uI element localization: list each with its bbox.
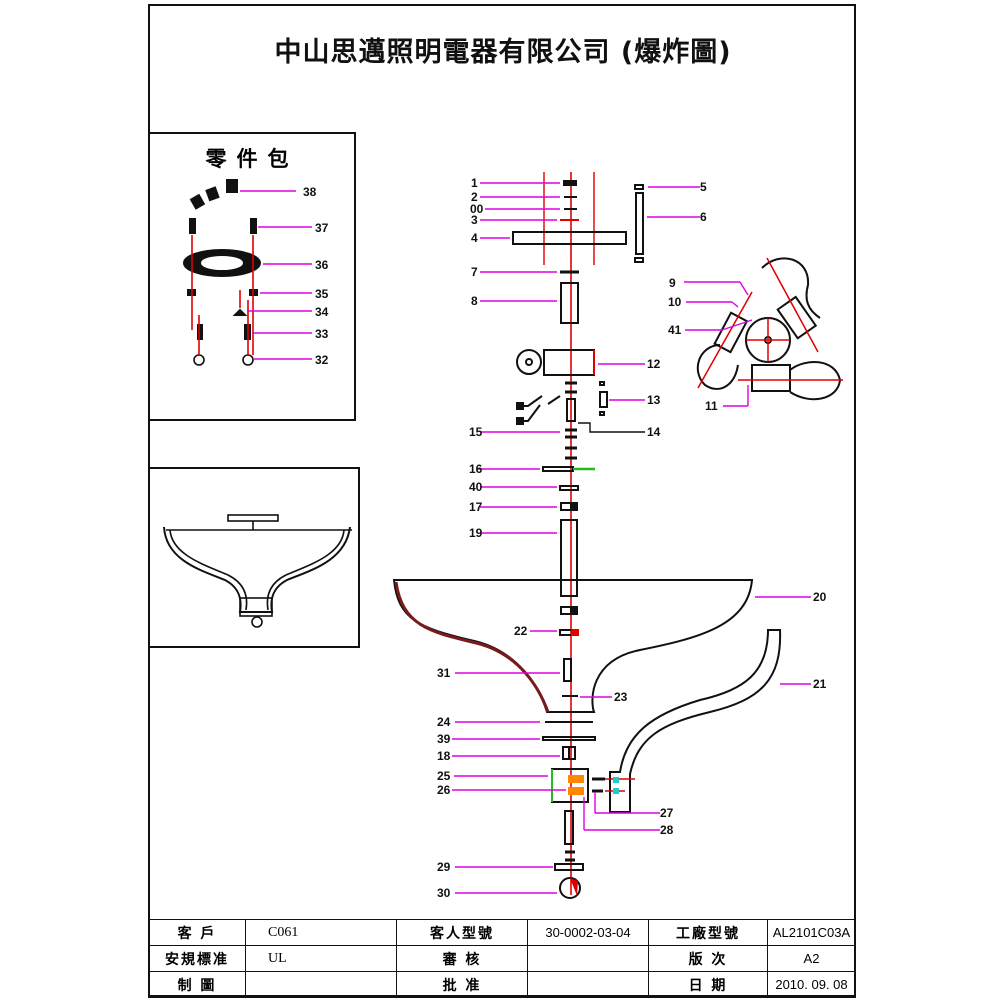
parts-pack-labels: 38 37 36 35 34 33 32 <box>303 185 329 367</box>
socket-housing-12 <box>543 349 595 376</box>
callout-3: 3 <box>471 213 478 227</box>
callout-10: 10 <box>668 295 682 309</box>
value-customer-model: 30-0002-03-04 <box>527 919 649 946</box>
value-drawn-by <box>245 971 397 998</box>
main-parts <box>392 180 782 899</box>
callout-36: 36 <box>315 258 329 272</box>
callout-27: 27 <box>660 806 674 820</box>
bowl-20 <box>392 579 754 713</box>
rod-6 <box>635 192 644 255</box>
callout-17: 17 <box>469 500 483 514</box>
label-factory-model: 工廠型號 <box>648 919 768 946</box>
callout-4: 4 <box>471 231 478 245</box>
callout-34: 34 <box>315 305 329 319</box>
callout-29: 29 <box>437 860 451 874</box>
callout-35: 35 <box>315 287 329 301</box>
callout-18: 18 <box>437 749 451 763</box>
parts-pack-centerlines <box>191 235 254 355</box>
callout-32: 32 <box>315 353 329 367</box>
title-block-row: 客 戶 C061 客人型號 30-0002-03-04 工廠型號 AL2101C… <box>148 919 856 946</box>
callout-20: 20 <box>813 590 827 604</box>
callout-31: 31 <box>437 666 451 680</box>
parts-pack-title: 零件包 <box>205 147 299 171</box>
callout-7: 7 <box>471 265 478 279</box>
value-factory-model: AL2101C03A <box>767 919 856 946</box>
callout-28: 28 <box>660 823 674 837</box>
callout-15: 15 <box>469 425 483 439</box>
callout-14: 14 <box>647 425 661 439</box>
callout-6: 6 <box>700 210 707 224</box>
callout-12: 12 <box>647 357 661 371</box>
rod-lower <box>564 810 574 845</box>
label-approved: 批 准 <box>396 971 528 998</box>
callout-37: 37 <box>315 221 329 235</box>
rod-19 <box>560 519 578 597</box>
callout-22: 22 <box>514 624 528 638</box>
value-safety-standard: UL <box>245 945 397 972</box>
junction-box <box>551 768 589 803</box>
callout-19: 19 <box>469 526 483 540</box>
screw-right <box>250 218 257 234</box>
callout-33: 33 <box>315 327 329 341</box>
value-review <box>527 945 649 972</box>
washer-16 <box>542 466 574 472</box>
right-callouts: 5 6 9 10 41 11 12 13 14 20 21 23 27 28 <box>614 180 827 837</box>
label-date: 日 期 <box>648 971 768 998</box>
cap-nut-right <box>242 354 254 366</box>
cap-nut-left <box>193 354 205 366</box>
value-revision: A2 <box>767 945 856 972</box>
title-block: 客 戶 C061 客人型號 30-0002-03-04 工廠型號 AL2101C… <box>148 919 856 998</box>
parts-pack-leaders <box>240 190 312 360</box>
callout-25: 25 <box>437 769 451 783</box>
top-view-bulbs <box>696 257 842 401</box>
callout-13: 13 <box>647 393 661 407</box>
label-review: 審 核 <box>396 945 528 972</box>
callout-24: 24 <box>437 715 451 729</box>
callout-1: 1 <box>471 176 478 190</box>
label-customer-model: 客人型號 <box>396 919 528 946</box>
callout-9: 9 <box>669 276 676 290</box>
callout-8: 8 <box>471 294 478 308</box>
callout-30: 30 <box>437 886 451 900</box>
callout-40: 40 <box>469 480 483 494</box>
arm-21 <box>609 629 782 813</box>
title-block-row: 制 圖 批 准 日 期 2010. 09. 08 <box>148 971 856 998</box>
leader-lines <box>452 182 811 894</box>
callout-11: 11 <box>705 399 718 413</box>
callout-26: 26 <box>437 783 451 797</box>
value-customer: C061 <box>245 919 397 946</box>
callout-00: 00 <box>470 202 484 216</box>
crossbar <box>512 231 627 245</box>
callout-23: 23 <box>614 690 628 704</box>
canopy-tube <box>560 282 579 324</box>
label-safety-standard: 安規標准 <box>148 945 246 972</box>
value-date: 2010. 09. 08 <box>767 971 856 998</box>
label-customer: 客 戶 <box>148 919 246 946</box>
callout-21: 21 <box>813 677 827 691</box>
left-callouts: 1 2 00 3 4 7 8 15 16 40 17 19 22 31 24 3… <box>437 176 528 900</box>
callout-5: 5 <box>700 180 707 194</box>
parts-pack-drawing <box>183 179 261 366</box>
callout-41: 41 <box>668 323 682 337</box>
wire-connectors <box>189 179 238 210</box>
assembled-preview-box <box>148 467 360 648</box>
callout-39: 39 <box>437 732 451 746</box>
label-drawn-by: 制 圖 <box>148 971 246 998</box>
screw-left <box>189 218 196 234</box>
drawing-title: 中山思邁照明電器有限公司 (爆炸圖) <box>274 37 732 68</box>
label-revision: 版 次 <box>648 945 768 972</box>
callout-2: 2 <box>471 190 478 204</box>
title-block-row: 安規標准 UL 審 核 版 次 A2 <box>148 945 856 972</box>
callout-38: 38 <box>303 185 317 199</box>
assembled-preview <box>163 514 352 628</box>
parts-pack-box <box>148 132 356 421</box>
callout-16: 16 <box>469 462 483 476</box>
value-approved <box>527 971 649 998</box>
